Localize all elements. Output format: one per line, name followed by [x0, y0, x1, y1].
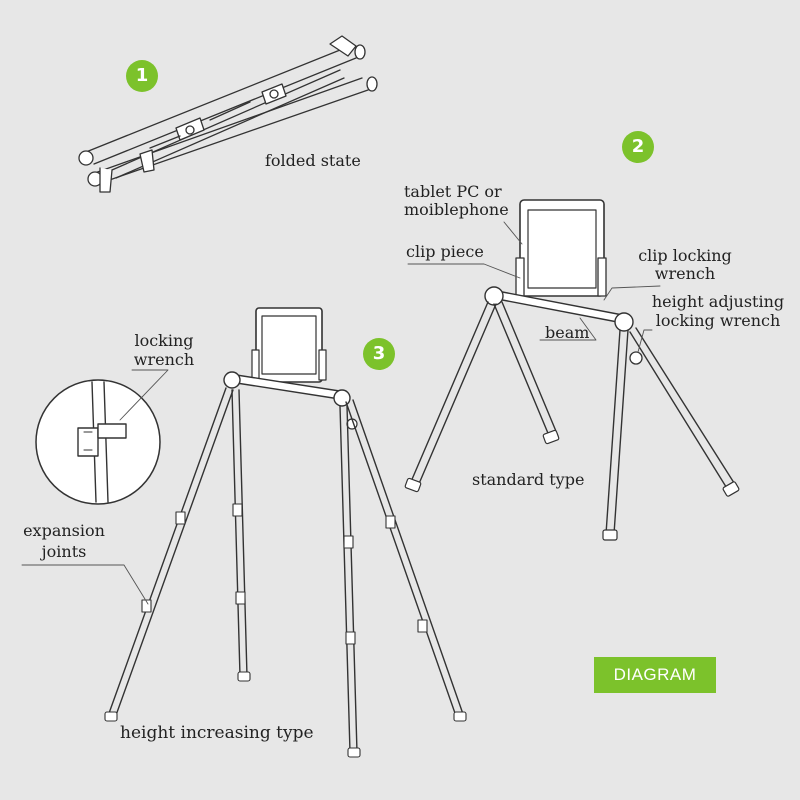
standard-stand-drawing: [404, 199, 740, 541]
height-adjusting-label-line1: height adjusting: [651, 292, 785, 311]
folded-state-label: folded state: [265, 151, 361, 170]
clip-locking-label-line2: wrench: [654, 264, 716, 283]
folded-stand-drawing: [78, 35, 378, 193]
step-badge-1: 1: [126, 60, 158, 92]
step-badge-2: 2: [622, 131, 654, 163]
leader-lines: [21, 221, 661, 605]
expansion-joints-label-line1: expansion: [23, 521, 105, 540]
beam-label: beam: [545, 323, 590, 342]
locking-wrench-label-line1: locking: [134, 331, 194, 350]
locking-wrench-zoom: [35, 379, 161, 505]
height-increasing-type-label: height increasing type: [120, 723, 314, 743]
diagram-badge: DIAGRAM: [594, 657, 716, 693]
tablet-label-line2: moiblephone: [404, 200, 509, 219]
standard-type-label: standard type: [472, 470, 585, 489]
tablet-label-line1: tablet PC or: [404, 182, 502, 201]
expansion-joints-label-line2: joints: [41, 542, 87, 561]
height-adjusting-label-line2: locking wrench: [655, 311, 781, 330]
height-increasing-stand-drawing: [104, 307, 467, 758]
clip-locking-label-line1: clip locking: [638, 246, 732, 265]
locking-wrench-label-line2: wrench: [133, 350, 195, 369]
clip-piece-label: clip piece: [406, 242, 484, 261]
step-badge-3: 3: [363, 338, 395, 370]
